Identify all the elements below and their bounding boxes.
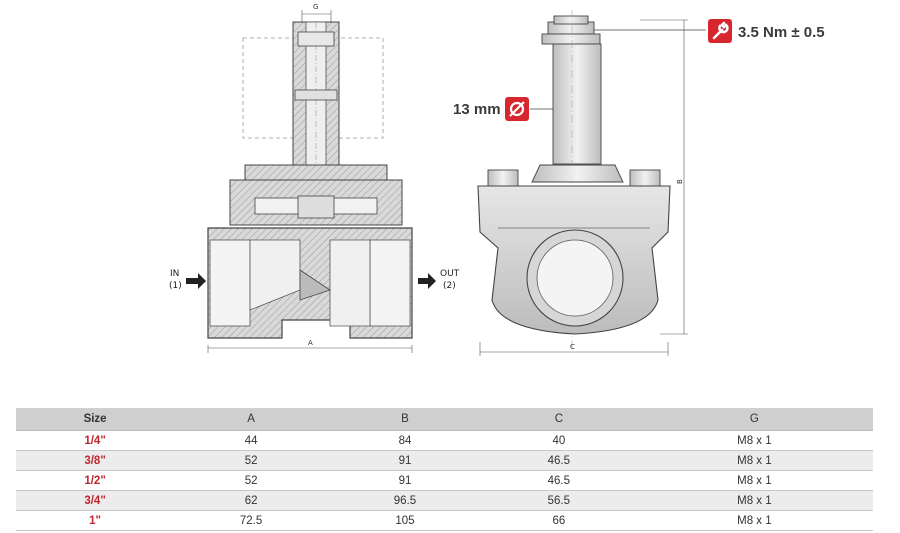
cell-c: 46.5 — [481, 450, 636, 471]
header-size: Size — [16, 408, 175, 431]
cell-size: 1/2" — [16, 470, 175, 491]
cell-a: 62 — [174, 490, 329, 511]
cell-c: 66 — [481, 510, 636, 531]
cell-c: 56.5 — [481, 490, 636, 511]
table-row: 3/8" 52 91 46.5 M8 x 1 — [16, 450, 873, 471]
cell-g: M8 x 1 — [635, 430, 873, 451]
cell-a: 52 — [174, 450, 329, 471]
header-g: G — [635, 408, 873, 431]
outlet-label: OUT — [440, 269, 460, 279]
cell-g: M8 x 1 — [635, 490, 873, 511]
cell-a: 44 — [174, 430, 329, 451]
table-row: 1" 72.5 105 66 M8 x 1 — [16, 510, 873, 531]
cell-b: 84 — [328, 430, 482, 451]
cell-size: 1" — [16, 510, 175, 531]
cell-size: 3/4" — [16, 490, 175, 511]
inlet-port: (1) — [169, 281, 182, 291]
cell-g: M8 x 1 — [635, 510, 873, 531]
cell-b: 91 — [328, 470, 482, 491]
cell-c: 40 — [481, 430, 636, 451]
front-view: B C 3.5 Nm ± 0.5 13 mm — [453, 10, 825, 356]
cell-c: 46.5 — [481, 470, 636, 491]
table-row: 1/4" 44 84 40 M8 x 1 — [16, 430, 873, 451]
inlet-label: IN — [170, 269, 179, 279]
inlet-arrow-icon — [186, 273, 206, 289]
table-row: 3/4" 62 96.5 56.5 M8 x 1 — [16, 490, 873, 511]
cell-g: M8 x 1 — [635, 450, 873, 471]
dim-g-label: G — [313, 3, 318, 11]
dim-b-label: B — [676, 179, 684, 184]
valve-technical-drawing: G A IN (1) OUT (2) — [169, 3, 825, 356]
wrench-size: 13 mm — [453, 101, 501, 118]
front-armature-tube — [552, 43, 602, 165]
outlet-arrow-icon — [418, 273, 436, 289]
cell-a: 72.5 — [174, 510, 329, 531]
cell-g: M8 x 1 — [635, 470, 873, 491]
cell-b: 91 — [328, 450, 482, 471]
outlet-port: (2) — [443, 281, 456, 291]
cell-size: 1/4" — [16, 430, 175, 451]
cell-size: 3/8" — [16, 450, 175, 471]
dimensions-table: Size A B C G 1/4" 44 84 40 M8 x 1 3/8" 5… — [16, 408, 873, 531]
header-c: C — [481, 408, 636, 431]
cell-a: 52 — [174, 470, 329, 491]
wrench-icon — [708, 19, 732, 43]
header-a: A — [174, 408, 329, 431]
section-view: G A IN (1) OUT (2) — [169, 3, 460, 353]
cell-b: 96.5 — [328, 490, 482, 511]
table-row: 1/2" 52 91 46.5 M8 x 1 — [16, 470, 873, 491]
dim-a-label: A — [308, 339, 313, 347]
table-header-row: Size A B C G — [16, 408, 873, 431]
dim-c-label: C — [570, 343, 575, 351]
cell-b: 105 — [328, 510, 482, 531]
torque-spec: 3.5 Nm ± 0.5 — [738, 24, 825, 41]
header-b: B — [328, 408, 482, 431]
diameter-icon — [505, 97, 529, 121]
